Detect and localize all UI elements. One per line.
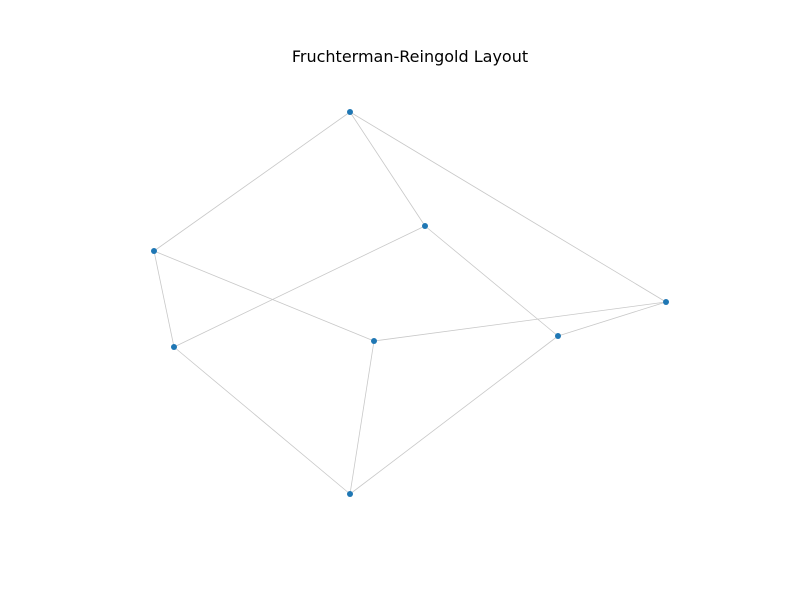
graph-edge	[349, 111, 426, 227]
graph-node	[151, 248, 157, 254]
graph-edge	[557, 301, 667, 337]
edge-layer	[153, 111, 667, 495]
graph-edge	[349, 111, 667, 303]
graph-node	[422, 223, 428, 229]
graph-node	[347, 109, 353, 115]
graph-edge	[349, 335, 559, 495]
graph-edge	[173, 346, 351, 495]
graph-node	[347, 491, 353, 497]
graph-edge	[424, 225, 559, 337]
graph-title: Fruchterman-Reingold Layout	[291, 47, 529, 66]
node-layer	[151, 109, 669, 497]
graph-node	[555, 333, 561, 339]
graph-edge	[173, 225, 426, 348]
graph-edge	[153, 111, 351, 252]
graph-node	[663, 299, 669, 305]
graph-node	[171, 344, 177, 350]
graph-edge	[349, 340, 375, 495]
graph-edge	[153, 250, 375, 342]
graph-node	[371, 338, 377, 344]
graph-edge	[153, 250, 175, 348]
graph-edge	[373, 301, 667, 342]
